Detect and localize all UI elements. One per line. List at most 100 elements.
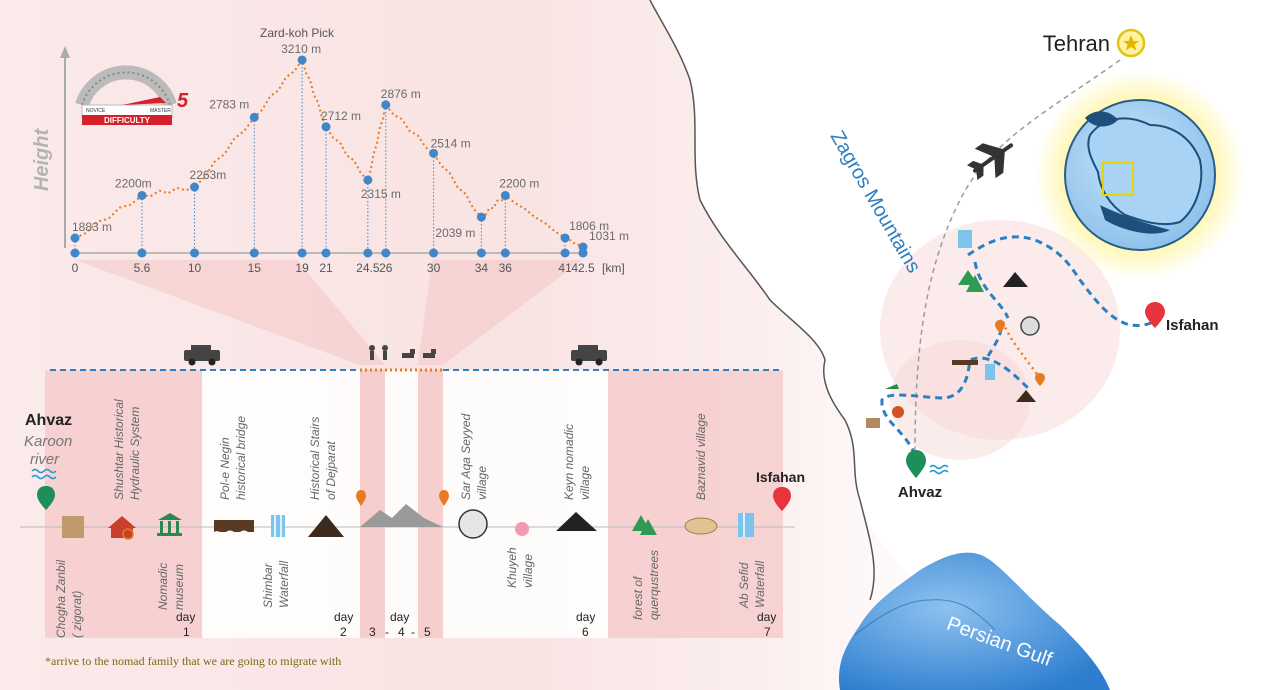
map-end-city: Isfahan — [1166, 317, 1219, 334]
x-tick-label: 30 — [427, 261, 441, 275]
distance-point — [381, 248, 391, 258]
map-tent-icon — [1003, 272, 1028, 287]
border-line — [649, 0, 875, 601]
difficulty-level: 5 — [177, 90, 189, 112]
distance-point — [249, 248, 259, 258]
map-pin-isfahan — [1145, 302, 1165, 328]
distance-point — [363, 248, 373, 258]
elevation-label: 2514 m — [431, 136, 471, 150]
map-waterfall-icon-2 — [985, 364, 995, 380]
connector-day3 — [75, 260, 385, 365]
connector-day5 — [418, 260, 582, 365]
distance-point — [500, 248, 510, 258]
elevation-label: 1883 m — [72, 220, 112, 234]
baznavid-icon — [684, 517, 718, 535]
day-7-word: day — [757, 610, 776, 624]
stop-polenegin-line2: historical bridge — [234, 416, 248, 500]
trek-start-pin-icon — [356, 490, 366, 506]
stop-polenegin-line1: Pol-e Negin — [218, 437, 232, 500]
stop-chogha-line2: ( zigorat) — [70, 591, 84, 638]
map-river-icon — [929, 464, 949, 475]
stop-saraqa-line2: village — [475, 466, 489, 500]
village-icon — [458, 509, 488, 539]
start-river-line1: Karoon — [24, 433, 72, 450]
hydraulic-icon — [108, 516, 136, 540]
khuyeh-dot-icon — [515, 522, 529, 536]
elevation-label: 2200 m — [499, 176, 539, 190]
day-dash-2: - — [411, 625, 415, 639]
x-tick-label: 0 — [72, 261, 79, 275]
zigurat-icon — [62, 516, 84, 538]
day-1-num: 1 — [183, 625, 190, 639]
distance-point — [429, 248, 439, 258]
stop-dejparat-line2: of Dejparat — [324, 441, 338, 500]
elevation-label: 3210 m — [281, 42, 321, 56]
day-dash-1: - — [385, 625, 389, 639]
day-5-num: 5 — [424, 625, 431, 639]
capital-label: Tehran — [1043, 31, 1110, 56]
stop-baznavid: Baznavid village — [694, 413, 708, 500]
x-tick-label: 19 — [295, 261, 309, 275]
distance-point — [476, 248, 486, 258]
stop-shimbar-line1: Shimbar — [261, 562, 275, 608]
svg-text:Baznavid village: Baznavid village — [694, 413, 708, 500]
elevation-point — [476, 212, 486, 222]
stop-nomadic-museum-line2: museum — [172, 564, 186, 610]
elevation-label: 2712 m — [321, 109, 361, 123]
map-stairs-icon — [1016, 390, 1036, 402]
footnote: *arrive to the nomad family that we are … — [45, 654, 342, 668]
map-start-city: Ahvaz — [898, 484, 942, 501]
x-tick-label: 24.5 — [356, 261, 380, 275]
elevation-label: 2315 m — [361, 187, 401, 201]
car-icon — [184, 345, 220, 366]
stop-keyn-line1: Keyn nomadic — [562, 424, 576, 500]
bridge-icon — [214, 520, 254, 532]
map-bridge-icon — [952, 360, 978, 365]
elevation-point — [137, 190, 147, 200]
day-7-num: 7 — [764, 625, 771, 639]
elevation-label: 2783 m — [209, 97, 249, 111]
x-tick-label: 5.6 — [134, 261, 151, 275]
stop-khuyeh-line1: Khuyeh — [505, 547, 519, 588]
persian-gulf — [839, 552, 1110, 690]
end-city: Isfahan — [756, 469, 805, 485]
x-tick-label: 34 — [475, 261, 489, 275]
elevation-point — [321, 122, 331, 132]
y-axis-label: Height — [31, 128, 53, 192]
elevation-point — [560, 233, 570, 243]
map-pin-ahvaz — [906, 450, 926, 478]
elevation-label: 2200m — [115, 176, 152, 190]
map-hydraulic-icon — [892, 406, 904, 418]
stop-nomadic-museum-line1: Nomadic — [156, 563, 170, 610]
mountain-icon — [360, 504, 443, 527]
x-axis-unit: [km] — [602, 261, 625, 275]
stop-khuyeh-line2: village — [521, 554, 535, 588]
tent-icon — [556, 512, 597, 531]
stop-absefid-line2: Waterfall — [753, 561, 767, 608]
elevation-point — [429, 148, 439, 158]
x-tick-label: 15 — [248, 261, 262, 275]
day-band-3 — [360, 370, 385, 638]
x-tick-label: 26 — [379, 261, 393, 275]
elevation-label: 2039 m — [435, 226, 475, 240]
day-6-word: day — [576, 610, 595, 624]
svg-text:Chogha Zanbil( zigorat): Chogha Zanbil( zigorat) — [54, 560, 84, 638]
region-highlight — [1102, 162, 1134, 196]
distance-point — [190, 248, 200, 258]
distance-point — [578, 248, 588, 258]
map-forest-icon — [958, 270, 984, 292]
forest-icon — [632, 515, 657, 535]
stop-keyn-line2: village — [578, 466, 592, 500]
map-zigurat-icon — [866, 418, 880, 428]
map-village-icon — [1020, 316, 1040, 336]
difficulty-gauge: NOVICE MASTER DIFFICULTY 5 — [75, 65, 189, 125]
